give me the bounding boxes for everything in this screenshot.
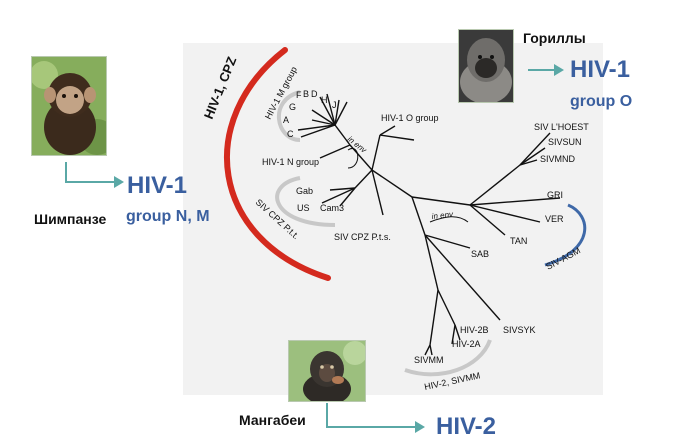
gorilla-photo — [458, 29, 514, 103]
arrow-right-icon — [65, 162, 124, 188]
cpz-arc — [224, 47, 331, 281]
hiv2-bracket — [404, 339, 492, 377]
sab-label: SAB — [471, 249, 489, 259]
arrow-right-icon — [528, 64, 564, 76]
sivmm-label: SIVMM — [414, 355, 444, 365]
siv-agm-label: SIV-AGM — [544, 245, 582, 271]
n-group-label: HIV-1 N group — [262, 157, 319, 167]
chimps-label: Шимпанзе — [34, 211, 107, 227]
agm-arc — [544, 203, 587, 267]
o-group-label: HIV-1 O group — [381, 113, 439, 123]
gorillas-virus: HIV-1 — [570, 56, 631, 83]
leaf-us: US — [297, 203, 310, 213]
chimps-virus: HIV-1 — [127, 172, 188, 199]
tan-label: TAN — [510, 236, 527, 246]
subtype-a: A — [283, 115, 289, 125]
hiv2a-label: HIV-2A — [452, 339, 481, 349]
in-env-loop-right — [429, 216, 469, 223]
subtype-g: G — [289, 102, 296, 112]
gri-label: GRI — [547, 190, 563, 200]
in-env-label-right: in env — [431, 210, 454, 221]
subtype-j: J — [332, 100, 337, 110]
siv-cpz-pts-label: SIV CPZ P.t.s. — [334, 232, 391, 242]
arrow-right-icon — [326, 403, 425, 433]
mangabeys-label: Мангабеи — [239, 412, 306, 428]
leaf-cam3: Cam3 — [320, 203, 344, 213]
hiv2b-label: HIV-2B — [460, 325, 489, 335]
gorillas-label: Гориллы — [523, 30, 586, 46]
mangabeys-virus: HIV-2 — [436, 413, 497, 440]
sivsun-label: SIVSUN — [548, 137, 582, 147]
subtype-b: B — [303, 89, 309, 99]
subtype-d: D — [311, 89, 318, 99]
chimps-group: group N, M — [126, 208, 210, 225]
sivsyk-label: SIVSYK — [503, 325, 536, 335]
ptt-bracket — [275, 176, 336, 227]
sivmnd-label: SIVMND — [540, 154, 576, 164]
subtype-f: F — [296, 90, 302, 100]
chimpanzee-photo — [31, 56, 107, 156]
in-env-loop-left — [347, 147, 359, 169]
leaf-gab: Gab — [296, 186, 313, 196]
tree-panel — [183, 43, 603, 395]
m-group-bracket — [277, 90, 301, 142]
subtype-h: H — [321, 95, 328, 105]
gorillas-group: group O — [570, 93, 633, 110]
siv-lhoest-label: SIV L'HOEST — [534, 122, 589, 132]
subtype-c: C — [287, 129, 294, 139]
mangabey-photo — [288, 340, 366, 402]
ver-label: VER — [545, 214, 564, 224]
